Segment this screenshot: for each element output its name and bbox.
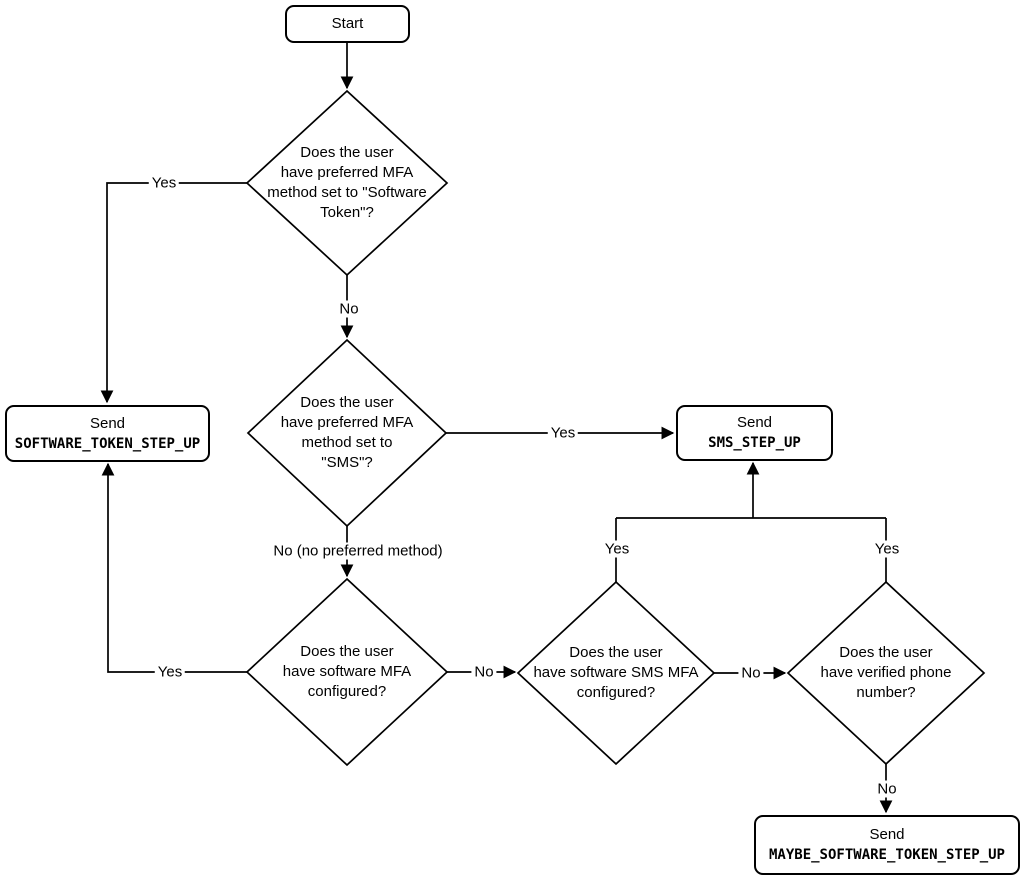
edge-label-d2-yes: Yes xyxy=(547,424,579,442)
decision-software-mfa-configured-shape xyxy=(245,577,449,767)
edge-d3-yes xyxy=(101,462,247,673)
edge-label-d4-no: No xyxy=(738,664,764,682)
edge-label-d2-no: No (no preferred method) xyxy=(270,542,446,560)
edge-label-d3-yes: Yes xyxy=(154,663,186,681)
edge-label-d3-no: No xyxy=(471,663,497,681)
edge-label-d5-no: No xyxy=(874,780,900,798)
software-token-step-up-code: SOFTWARE_TOKEN_STEP_UP xyxy=(14,435,201,452)
send-sms-step-up-node: Send SMS_STEP_UP xyxy=(676,405,833,461)
send-maybe-software-token-step-up-node: Send MAYBE_SOFTWARE_TOKEN_STEP_UP xyxy=(754,815,1020,875)
send-software-token-step-up-node: Send SOFTWARE_TOKEN_STEP_UP xyxy=(5,405,210,462)
decision-verified-phone-number-shape xyxy=(786,580,986,766)
decision-preferred-software-token-shape xyxy=(245,89,449,277)
edge-label-d1-no: No xyxy=(336,300,362,318)
start-node: Start xyxy=(285,5,410,43)
edge-d1-yes xyxy=(100,182,247,404)
send-label: Send xyxy=(89,414,126,432)
start-label: Start xyxy=(331,15,364,32)
send-label: Send xyxy=(869,826,905,843)
send-label: Send xyxy=(736,414,773,431)
edge-label-d5-yes: Yes xyxy=(871,540,903,558)
sms-step-up-code: SMS_STEP_UP xyxy=(708,435,801,451)
decision-preferred-sms-shape xyxy=(246,338,448,528)
maybe-software-token-step-up-code: MAYBE_SOFTWARE_TOKEN_STEP_UP xyxy=(768,847,1005,863)
edge-label-d4-yes: Yes xyxy=(601,540,633,558)
edge-label-d1-yes: Yes xyxy=(148,174,180,192)
decision-software-sms-mfa-configured-shape xyxy=(516,580,716,766)
